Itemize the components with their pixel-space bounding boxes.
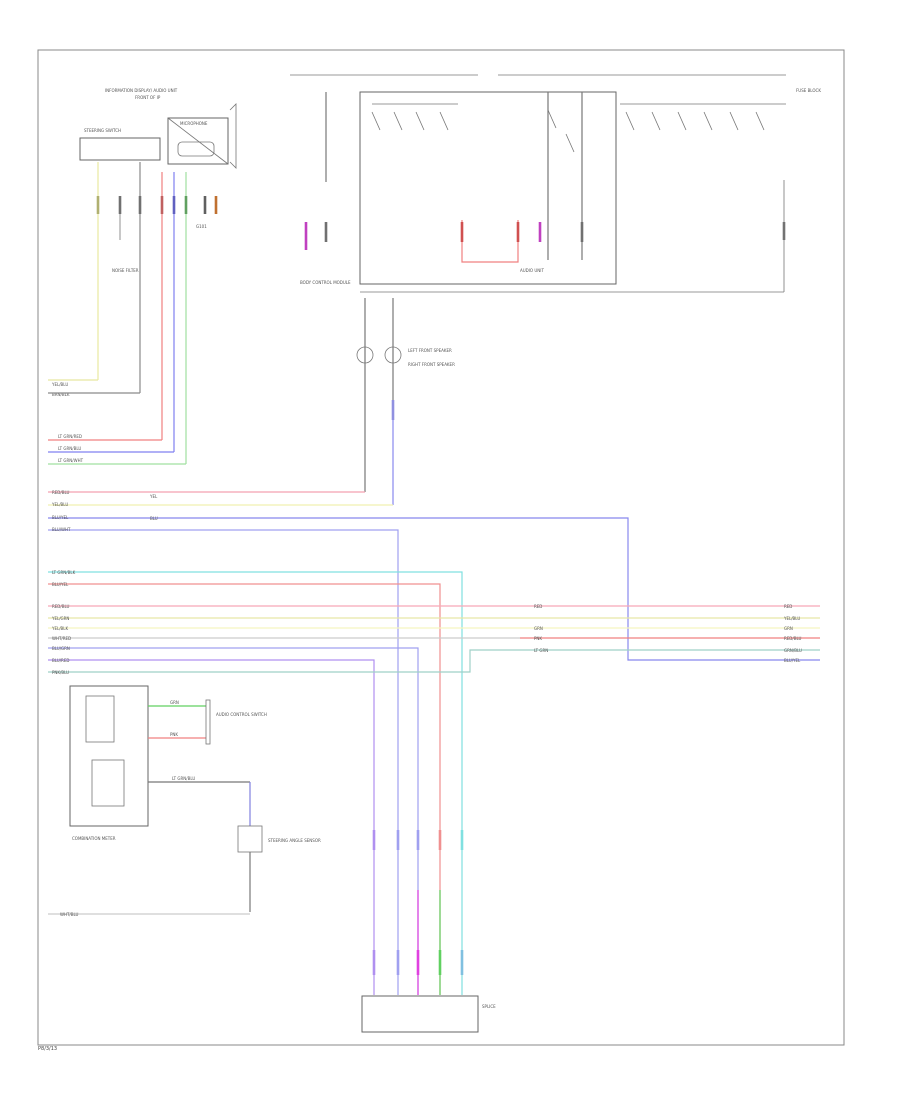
left-wire-labels-2: LT GRN/RED LT GRN/BLU LT GRN/WHT <box>48 434 186 465</box>
svg-text:YEL/BLU: YEL/BLU <box>51 502 68 507</box>
steering-spiral-label: STEERING ANGLE SENSOR <box>268 838 321 843</box>
steering-switch-label: STEERING SWITCH <box>84 128 121 133</box>
display-speaker-sub: FRONT OF IP <box>135 95 161 100</box>
audio-unit-component: AUDIO UNIT FUSE BLOCK BODY CONTROL MODUL… <box>290 74 821 293</box>
svg-text:YEL/BLK: YEL/BLK <box>51 626 69 631</box>
left-wire-labels-1: YEL/BLU BRN/BLK <box>48 379 140 397</box>
svg-text:BLU/GRN: BLU/GRN <box>52 646 70 651</box>
svg-text:PNK/BLU: PNK/BLU <box>52 670 69 675</box>
svg-text:BLU/YEL: BLU/YEL <box>52 515 69 520</box>
speaker-lf-label: LEFT FRONT SPEAKER <box>408 348 452 353</box>
svg-text:YEL: YEL <box>149 494 158 499</box>
svg-text:BLU/YEL: BLU/YEL <box>784 658 801 663</box>
svg-text:BRN/BLK: BRN/BLK <box>52 392 70 397</box>
steering-switch-component: STEERING SWITCH <box>79 128 161 161</box>
svg-text:LT GRN/BLK: LT GRN/BLK <box>52 570 76 575</box>
right-wire-labels: RED YEL/BLU GRN RED/BLU GRN/BLU BLU/YEL <box>783 604 802 663</box>
svg-text:PNK: PNK <box>534 636 542 641</box>
svg-text:G101: G101 <box>196 224 207 229</box>
svg-text:WHT/BLU: WHT/BLU <box>60 912 79 917</box>
footer-code: P8/3/13 <box>38 1046 57 1052</box>
ground-label: SPLICE <box>482 1004 496 1009</box>
svg-text:LT GRN: LT GRN <box>534 648 548 653</box>
svg-text:GRN: GRN <box>784 626 793 631</box>
microphone-label: MICROPHONE <box>180 121 208 126</box>
combination-meter-component: COMBINATION METER AUDIO CONTROL SWITCH G… <box>48 685 321 917</box>
svg-text:RED/BLU: RED/BLU <box>52 490 70 495</box>
svg-text:LT GRN/BLU: LT GRN/BLU <box>58 446 81 451</box>
svg-text:LT GRN/BLU: LT GRN/BLU <box>172 776 195 781</box>
audio-unit-label: AUDIO UNIT <box>520 268 544 273</box>
svg-text:YEL/BLU: YEL/BLU <box>51 382 68 387</box>
front-speakers: LEFT FRONT SPEAKER RIGHT FRONT SPEAKER <box>356 298 455 505</box>
svg-text:BLU/YEL: BLU/YEL <box>52 582 69 587</box>
svg-text:YEL/BLU: YEL/BLU <box>783 616 800 621</box>
fuse-box-label: FUSE BLOCK <box>796 88 821 93</box>
display-speaker-label: INFORMATION DISPLAY/ AUDIO UNIT <box>105 88 178 93</box>
svg-text:WHT/RED: WHT/RED <box>52 636 71 641</box>
combination-meter-label: COMBINATION METER <box>72 836 116 841</box>
noise-filter-label: NOISE FILTER <box>112 268 139 273</box>
svg-text:BLU/RED: BLU/RED <box>52 658 69 663</box>
svg-text:LT GRN/WHT: LT GRN/WHT <box>58 458 84 463</box>
main-wire-bus: RED/BLU YEL/BLU BLU/YEL BLU/WHT LT GRN/B… <box>48 490 820 995</box>
svg-text:YEL/GRN: YEL/GRN <box>51 616 69 621</box>
display-speaker-component: INFORMATION DISPLAY/ AUDIO UNIT FRONT OF… <box>105 88 237 169</box>
svg-text:BLU: BLU <box>150 516 158 521</box>
diagram-frame <box>37 49 845 1046</box>
svg-text:LT GRN/RED: LT GRN/RED <box>58 434 82 439</box>
bottom-connectors: SPLICE <box>361 830 496 1033</box>
svg-text:GRN: GRN <box>170 700 179 705</box>
svg-text:GRN: GRN <box>534 626 543 631</box>
svg-text:GRN/BLU: GRN/BLU <box>784 648 802 653</box>
bus-mid-labels: YEL BLU RED GRN PNK LT GRN <box>149 494 548 653</box>
svg-text:RED: RED <box>534 604 542 609</box>
audio-control-label: AUDIO CONTROL SWITCH <box>216 712 267 717</box>
svg-text:RED: RED <box>784 604 792 609</box>
body-control-label: BODY CONTROL MODULE <box>300 280 351 285</box>
svg-text:BLU/WHT: BLU/WHT <box>52 527 71 532</box>
svg-text:PNK: PNK <box>170 732 178 737</box>
svg-text:RED/BLU: RED/BLU <box>52 604 70 609</box>
svg-text:RED/BLU: RED/BLU <box>784 636 802 641</box>
speaker-rf-label: RIGHT FRONT SPEAKER <box>408 362 455 367</box>
